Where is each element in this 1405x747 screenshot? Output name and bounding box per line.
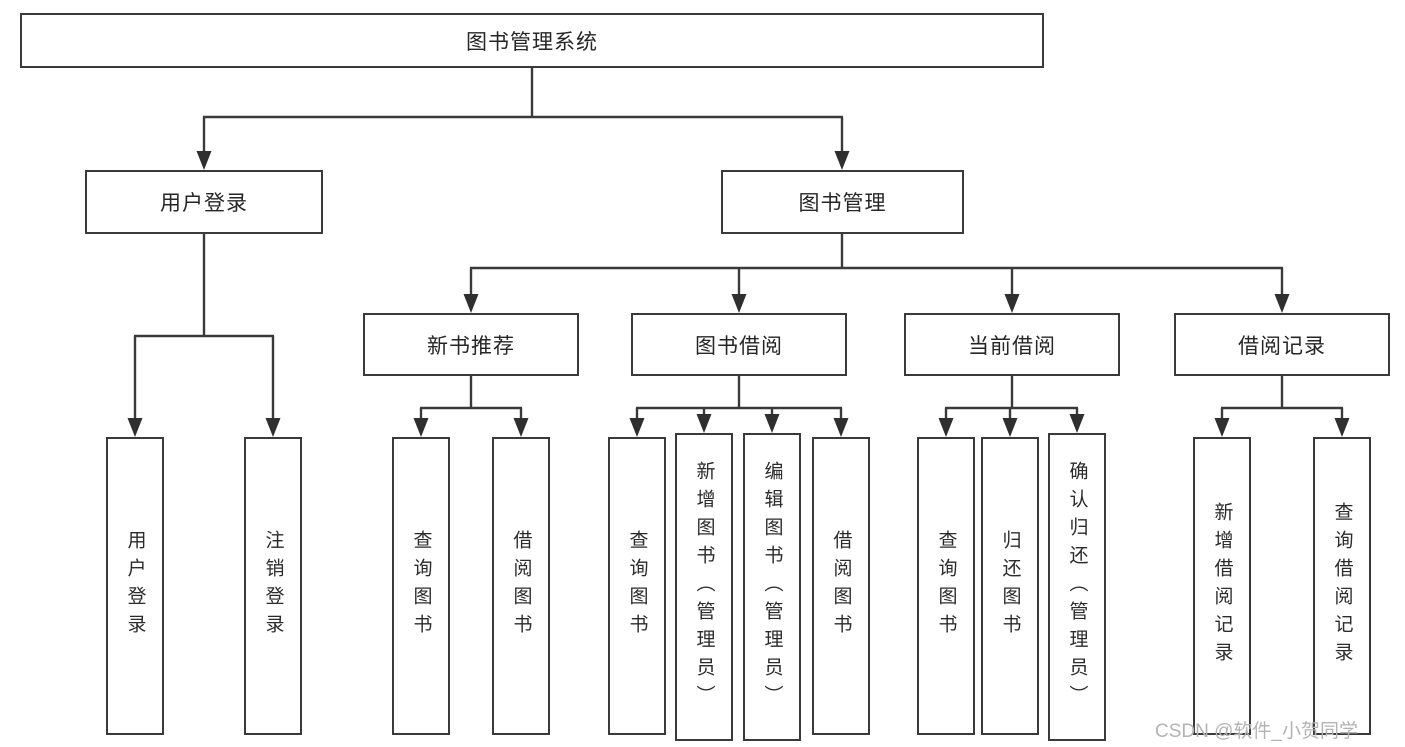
node-current-borrow: 当前借阅 bbox=[904, 313, 1120, 376]
node-borrow-records: 借阅记录 bbox=[1174, 313, 1390, 376]
edges-current-borrow-to-leaves bbox=[938, 376, 1085, 437]
edges-new-book-to-leaves bbox=[413, 376, 529, 437]
node-label: 注销登录 bbox=[262, 530, 284, 642]
edges-borrow-record-to-leaves bbox=[1214, 376, 1350, 437]
node-label: 用户登录 bbox=[124, 530, 146, 642]
leaf-query-books-borrow: 查询图书 bbox=[608, 437, 666, 735]
leaf-borrow-books-recommend: 借阅图书 bbox=[492, 437, 550, 735]
node-label: 编辑图书（管理员） bbox=[761, 461, 783, 713]
edges-root-to-level2 bbox=[196, 68, 850, 170]
leaf-add-books-admin: 新增图书（管理员） bbox=[675, 433, 733, 741]
leaf-confirm-return-admin: 确认归还（管理员） bbox=[1048, 433, 1106, 741]
node-label: 查询借阅记录 bbox=[1331, 502, 1353, 670]
node-label: 查询图书 bbox=[626, 530, 648, 642]
node-label: 归还图书 bbox=[999, 530, 1021, 642]
leaf-borrow-books: 借阅图书 bbox=[812, 437, 870, 735]
node-label: 借阅图书 bbox=[830, 530, 852, 642]
node-label: 图书管理 bbox=[798, 192, 887, 215]
node-user-login: 用户登录 bbox=[85, 170, 323, 234]
edges-book-mgmt-to-modules bbox=[463, 234, 1290, 313]
node-new-book-recommend: 新书推荐 bbox=[363, 313, 579, 376]
leaf-query-books-current: 查询图书 bbox=[917, 437, 975, 735]
node-label: 用户登录 bbox=[160, 192, 248, 215]
leaf-logout-login: 注销登录 bbox=[244, 437, 302, 735]
node-label: 当前借阅 bbox=[968, 334, 1056, 358]
edges-user-login-to-leaves bbox=[127, 234, 281, 437]
node-label: 借阅记录 bbox=[1238, 334, 1326, 358]
leaf-user-login: 用户登录 bbox=[106, 437, 164, 735]
leaf-query-borrow-record: 查询借阅记录 bbox=[1313, 437, 1371, 735]
node-label: 查询图书 bbox=[935, 530, 957, 642]
leaf-query-books-recommend: 查询图书 bbox=[392, 437, 450, 735]
node-book-borrow: 图书借阅 bbox=[631, 313, 847, 376]
leaf-return-books: 归还图书 bbox=[981, 437, 1039, 735]
node-library-management-system: 图书管理系统 bbox=[20, 13, 1044, 68]
node-label: 新书推荐 bbox=[427, 334, 515, 358]
node-label: 图书借阅 bbox=[695, 334, 783, 358]
leaf-edit-books-admin: 编辑图书（管理员） bbox=[743, 433, 801, 741]
node-label: 图书管理系统 bbox=[466, 30, 598, 54]
node-label: 确认归还（管理员） bbox=[1066, 461, 1088, 713]
leaf-add-borrow-record: 新增借阅记录 bbox=[1193, 437, 1251, 735]
node-label: 新增图书（管理员） bbox=[693, 461, 715, 713]
node-label: 查询图书 bbox=[410, 530, 432, 642]
edges-book-borrow-to-leaves bbox=[629, 376, 849, 437]
node-book-management: 图书管理 bbox=[721, 170, 964, 234]
node-label: 借阅图书 bbox=[510, 530, 532, 642]
node-label: 新增借阅记录 bbox=[1211, 502, 1233, 670]
